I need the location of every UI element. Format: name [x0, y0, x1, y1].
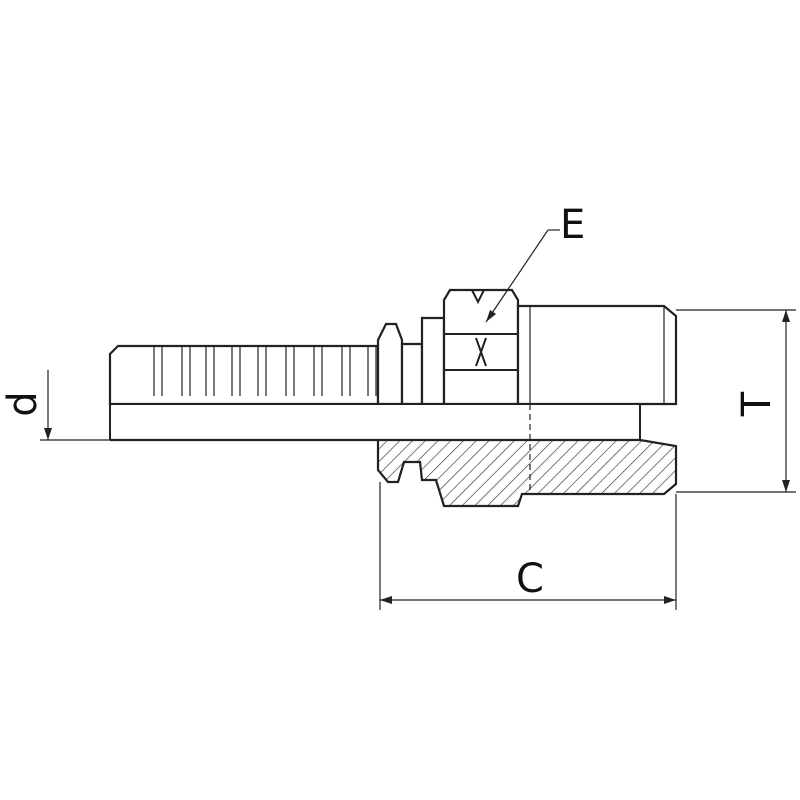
- threaded-end: [516, 304, 678, 406]
- label-e: E: [560, 202, 585, 248]
- dimension-c: C: [379, 482, 677, 610]
- dimension-d: d: [0, 370, 110, 441]
- label-t: T: [734, 391, 780, 417]
- hose-tail-barbs: [108, 344, 380, 406]
- leader-e: E: [485, 202, 585, 323]
- dimension-t: T: [676, 309, 796, 493]
- label-c: C: [516, 556, 544, 602]
- collar-ridges: [376, 316, 446, 406]
- label-d: d: [0, 391, 46, 416]
- sectioned-body: [109, 403, 678, 508]
- hex-nut: [442, 288, 520, 406]
